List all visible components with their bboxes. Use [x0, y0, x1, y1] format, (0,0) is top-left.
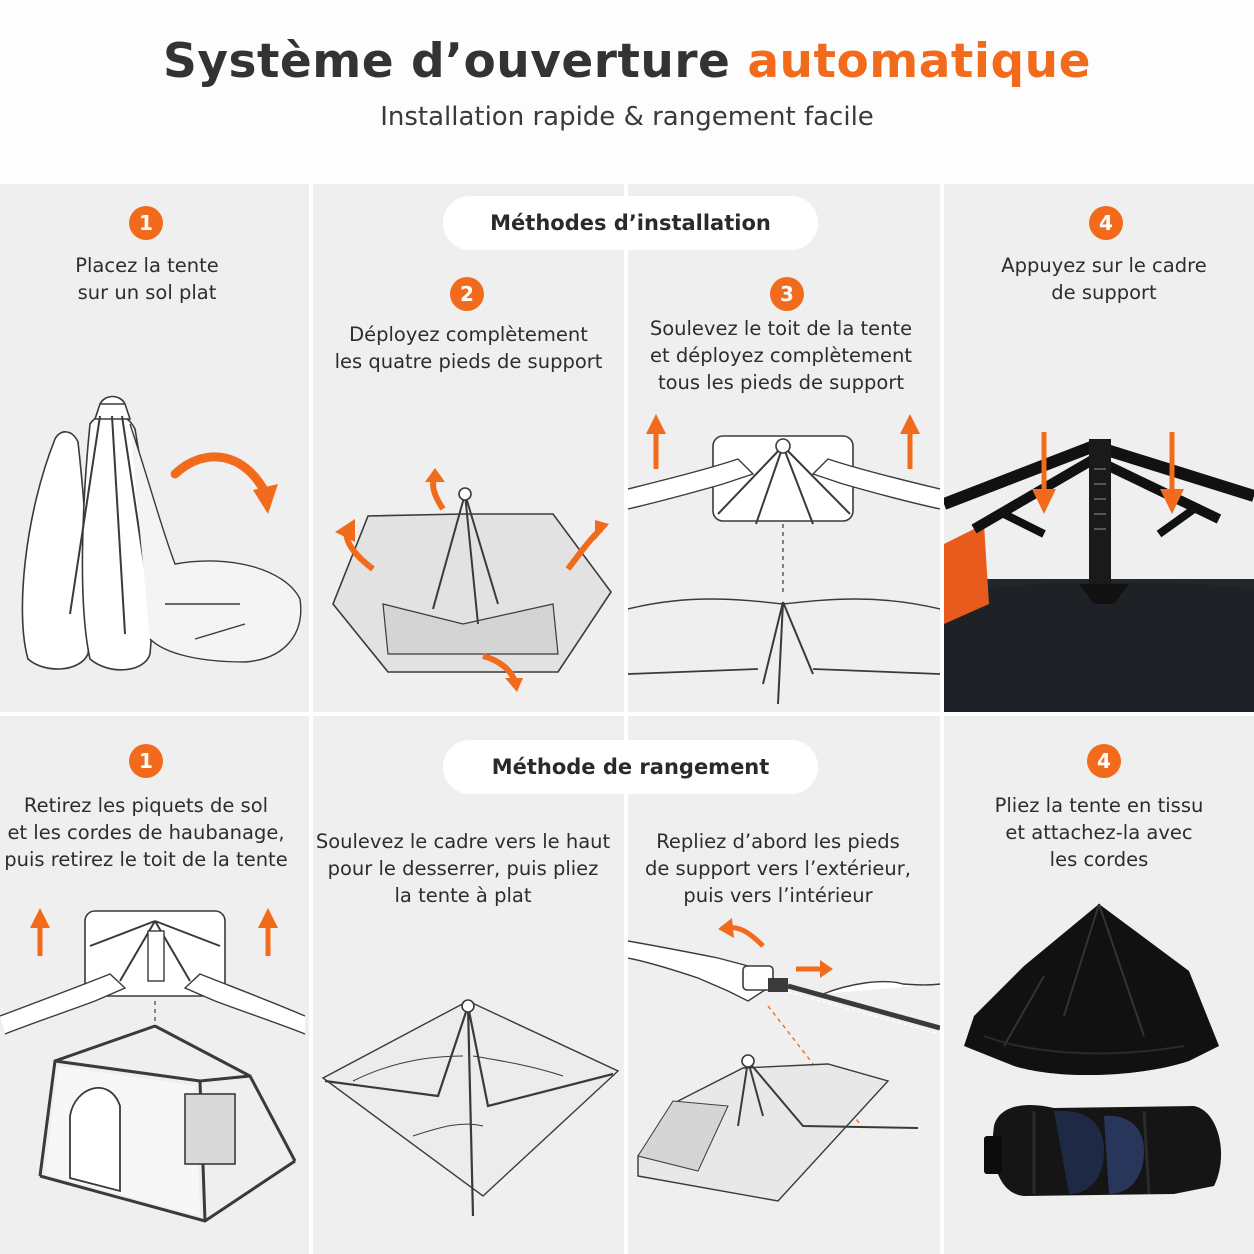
header: Système d’ouverture automatique Installa… — [0, 0, 1254, 183]
storage-step-4-panel: 4 Pliez la tente en tissu et attachez-la… — [944, 716, 1254, 1254]
storage-step-2-panel: Soulevez le cadre vers le haut pour le d… — [313, 716, 624, 1254]
step-description: Soulevez le cadre vers le haut pour le d… — [315, 830, 611, 907]
unfolded-legs-illustration — [332, 468, 612, 692]
installation-section-label: Méthodes d’installation — [443, 196, 818, 250]
storage-step-3-panel: Repliez d’abord les pieds de support ver… — [628, 716, 940, 1254]
step-number-badge: 1 — [129, 206, 163, 240]
step-number-badge: 4 — [1087, 744, 1121, 778]
step-description: Repliez d’abord les pieds de support ver… — [644, 830, 911, 907]
page-title: Système d’ouverture automatique — [0, 34, 1254, 89]
step-description: Pliez la tente en tissu et attachez-la a… — [994, 794, 1204, 871]
step-number-badge: 1 — [129, 744, 163, 778]
step-number-badge: 4 — [1089, 206, 1123, 240]
storage-section-label: Méthode de rangement — [443, 740, 818, 794]
step-description: Retirez les piquets de sol et les cordes… — [4, 794, 288, 871]
storage-step-1-panel: 1 Retirez les piquets de sol et les cord… — [0, 716, 309, 1254]
step-description: Soulevez le toit de la tente et déployez… — [649, 317, 913, 394]
title-accent: automatique — [747, 34, 1091, 89]
step-number-badge: 3 — [770, 277, 804, 311]
press-frame-photo — [944, 432, 1254, 712]
fold-legs-illustration — [628, 918, 940, 1202]
step-description: Appuyez sur le cadre de support — [1001, 254, 1207, 304]
folded-tent-illustration — [21, 395, 302, 671]
install-step-1-panel: 1 Placez la tente sur un sol plat — [0, 184, 309, 712]
install-step-4-panel: 4 Appuyez sur le cadre de support — [944, 184, 1254, 712]
step-description: Déployez complètement les quatre pieds d… — [334, 323, 603, 373]
remove-roof-illustration — [0, 908, 306, 1223]
title-main: Système d’ouverture — [162, 34, 731, 89]
page-subtitle: Installation rapide & rangement facile — [380, 102, 874, 132]
lift-roof-illustration — [628, 414, 940, 705]
step-number-badge: 2 — [450, 277, 484, 311]
packed-tent-photo — [964, 903, 1222, 1196]
install-step-3-panel: 3 Soulevez le toit de la tente et déploy… — [628, 184, 940, 712]
step-description: Placez la tente sur un sol plat — [75, 254, 219, 304]
fold-flat-illustration — [321, 999, 620, 1217]
install-step-2-panel: 2 Déployez complètement les quatre pieds… — [313, 184, 624, 712]
